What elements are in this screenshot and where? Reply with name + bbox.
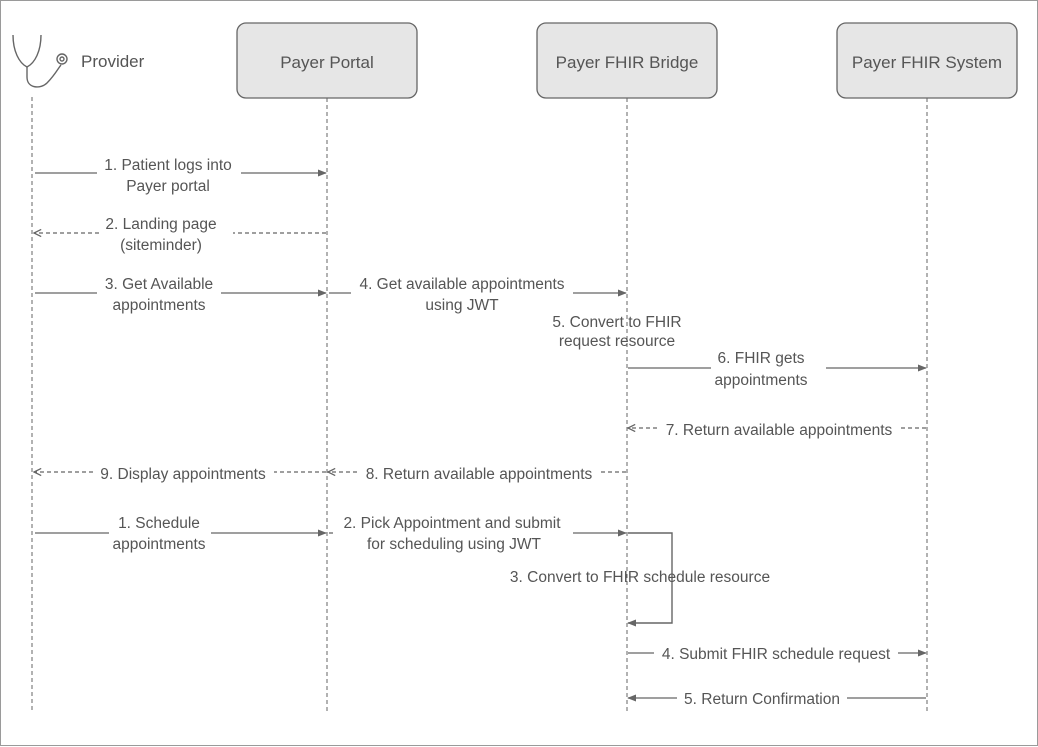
svg-text:1. Schedule: 1. Schedule bbox=[118, 515, 200, 532]
svg-text:3. Convert to FHIR schedule re: 3. Convert to FHIR schedule resource bbox=[510, 569, 770, 586]
svg-text:7. Return available appointmen: 7. Return available appointments bbox=[666, 422, 893, 439]
svg-text:4. Submit FHIR schedule reques: 4. Submit FHIR schedule request bbox=[662, 646, 891, 663]
svg-text:(siteminder): (siteminder) bbox=[120, 237, 202, 254]
message-6-fhir-gets: 6. FHIR gets appointments bbox=[628, 350, 927, 389]
svg-text:5. Return Confirmation: 5. Return Confirmation bbox=[684, 691, 840, 708]
message-schedule-appointments: 1. Schedule appointments bbox=[35, 515, 327, 553]
note-5-convert-fhir-request: 5. Convert to FHIR request resource bbox=[552, 314, 681, 350]
participant-portal-label: Payer Portal bbox=[280, 53, 374, 72]
participant-system-label: Payer FHIR System bbox=[852, 53, 1002, 72]
svg-text:8. Return available appointmen: 8. Return available appointments bbox=[366, 466, 593, 483]
svg-text:2. Landing page: 2. Landing page bbox=[105, 216, 216, 233]
message-2-landing-page: 2. Landing page (siteminder) bbox=[34, 216, 326, 254]
svg-text:9. Display appointments: 9. Display appointments bbox=[100, 466, 266, 483]
self-message-convert-schedule: 3. Convert to FHIR schedule resource bbox=[510, 532, 770, 627]
participant-provider-label: Provider bbox=[81, 52, 145, 71]
message-1-patient-logs-in: 1. Patient logs into Payer portal bbox=[35, 157, 327, 195]
message-pick-appointment: 2. Pick Appointment and submit for sched… bbox=[329, 515, 627, 553]
svg-text:6. FHIR gets: 6. FHIR gets bbox=[718, 350, 805, 367]
participant-fhir-bridge: Payer FHIR Bridge bbox=[536, 22, 718, 99]
svg-text:using JWT: using JWT bbox=[425, 297, 499, 314]
svg-text:for scheduling using JWT: for scheduling using JWT bbox=[367, 536, 542, 553]
message-7-return-available: 7. Return available appointments bbox=[628, 422, 926, 439]
participant-payer-portal: Payer Portal bbox=[236, 22, 418, 99]
svg-text:2. Pick Appointment and submit: 2. Pick Appointment and submit bbox=[343, 515, 561, 532]
svg-text:5. Convert to FHIR: 5. Convert to FHIR bbox=[552, 314, 681, 331]
message-3-get-available: 3. Get Available appointments bbox=[35, 276, 327, 314]
svg-text:appointments: appointments bbox=[112, 536, 205, 553]
message-submit-schedule-request: 4. Submit FHIR schedule request bbox=[628, 646, 927, 663]
participant-fhir-system: Payer FHIR System bbox=[836, 22, 1018, 99]
message-4-get-available-jwt: 4. Get available appointments using JWT bbox=[329, 276, 627, 314]
svg-text:3. Get Available: 3. Get Available bbox=[105, 276, 213, 293]
svg-text:1. Patient logs into: 1. Patient logs into bbox=[104, 157, 232, 174]
svg-text:request resource: request resource bbox=[559, 333, 675, 350]
svg-text:4. Get available appointments: 4. Get available appointments bbox=[359, 276, 564, 293]
svg-text:appointments: appointments bbox=[714, 372, 807, 389]
participant-bridge-label: Payer FHIR Bridge bbox=[556, 53, 699, 72]
message-9-display-appointments: 9. Display appointments bbox=[34, 466, 326, 483]
svg-text:Payer portal: Payer portal bbox=[126, 178, 210, 195]
svg-text:appointments: appointments bbox=[112, 297, 205, 314]
stethoscope-icon bbox=[12, 34, 68, 88]
message-8-return-available: 8. Return available appointments bbox=[328, 466, 626, 483]
message-return-confirmation: 5. Return Confirmation bbox=[627, 691, 926, 708]
